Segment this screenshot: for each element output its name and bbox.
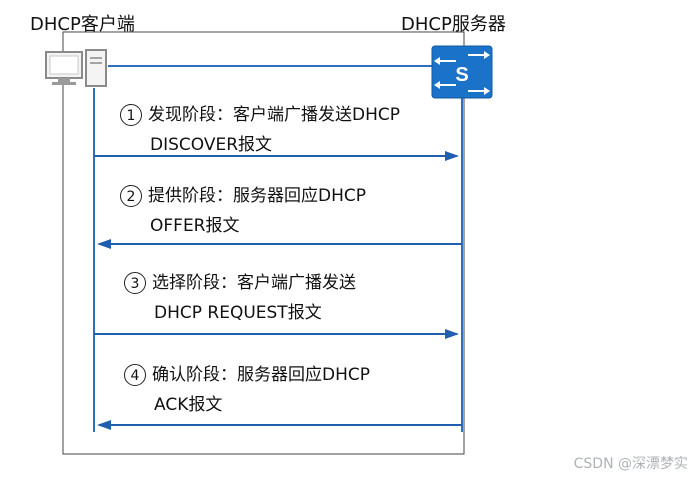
step-text: 提供阶段：服务器回应DHCP <box>148 186 366 206</box>
step-number: 2 <box>120 185 142 207</box>
step-subtext: DHCP REQUEST报文 <box>154 303 322 323</box>
step-discover: 1 发现阶段：客户端广播发送DHCP DISCOVER报文 <box>120 100 400 160</box>
step-number: 1 <box>120 104 142 126</box>
switch-icon: S <box>431 45 493 99</box>
switch-symbol: S <box>455 64 468 86</box>
server-label: DHCP服务器 <box>401 14 506 35</box>
step-subtext: ACK报文 <box>154 395 223 415</box>
client-label: DHCP客户端 <box>30 14 135 35</box>
computer-icon <box>45 49 107 87</box>
diagram-frame <box>62 31 465 455</box>
step-text: 确认阶段：服务器回应DHCP <box>152 365 370 385</box>
step-subtext: OFFER报文 <box>150 216 240 236</box>
step-text: 选择阶段：客户端广播发送 <box>152 273 356 293</box>
step-number: 3 <box>124 272 146 294</box>
step-number: 4 <box>124 364 146 386</box>
watermark: CSDN @深漂梦实 <box>573 456 688 472</box>
step-offer: 2 提供阶段：服务器回应DHCP OFFER报文 <box>120 181 366 241</box>
step-ack: 4 确认阶段：服务器回应DHCP ACK报文 <box>124 360 370 420</box>
step-subtext: DISCOVER报文 <box>150 135 273 155</box>
step-request: 3 选择阶段：客户端广播发送 DHCP REQUEST报文 <box>124 268 356 328</box>
step-text: 发现阶段：客户端广播发送DHCP <box>148 105 400 125</box>
